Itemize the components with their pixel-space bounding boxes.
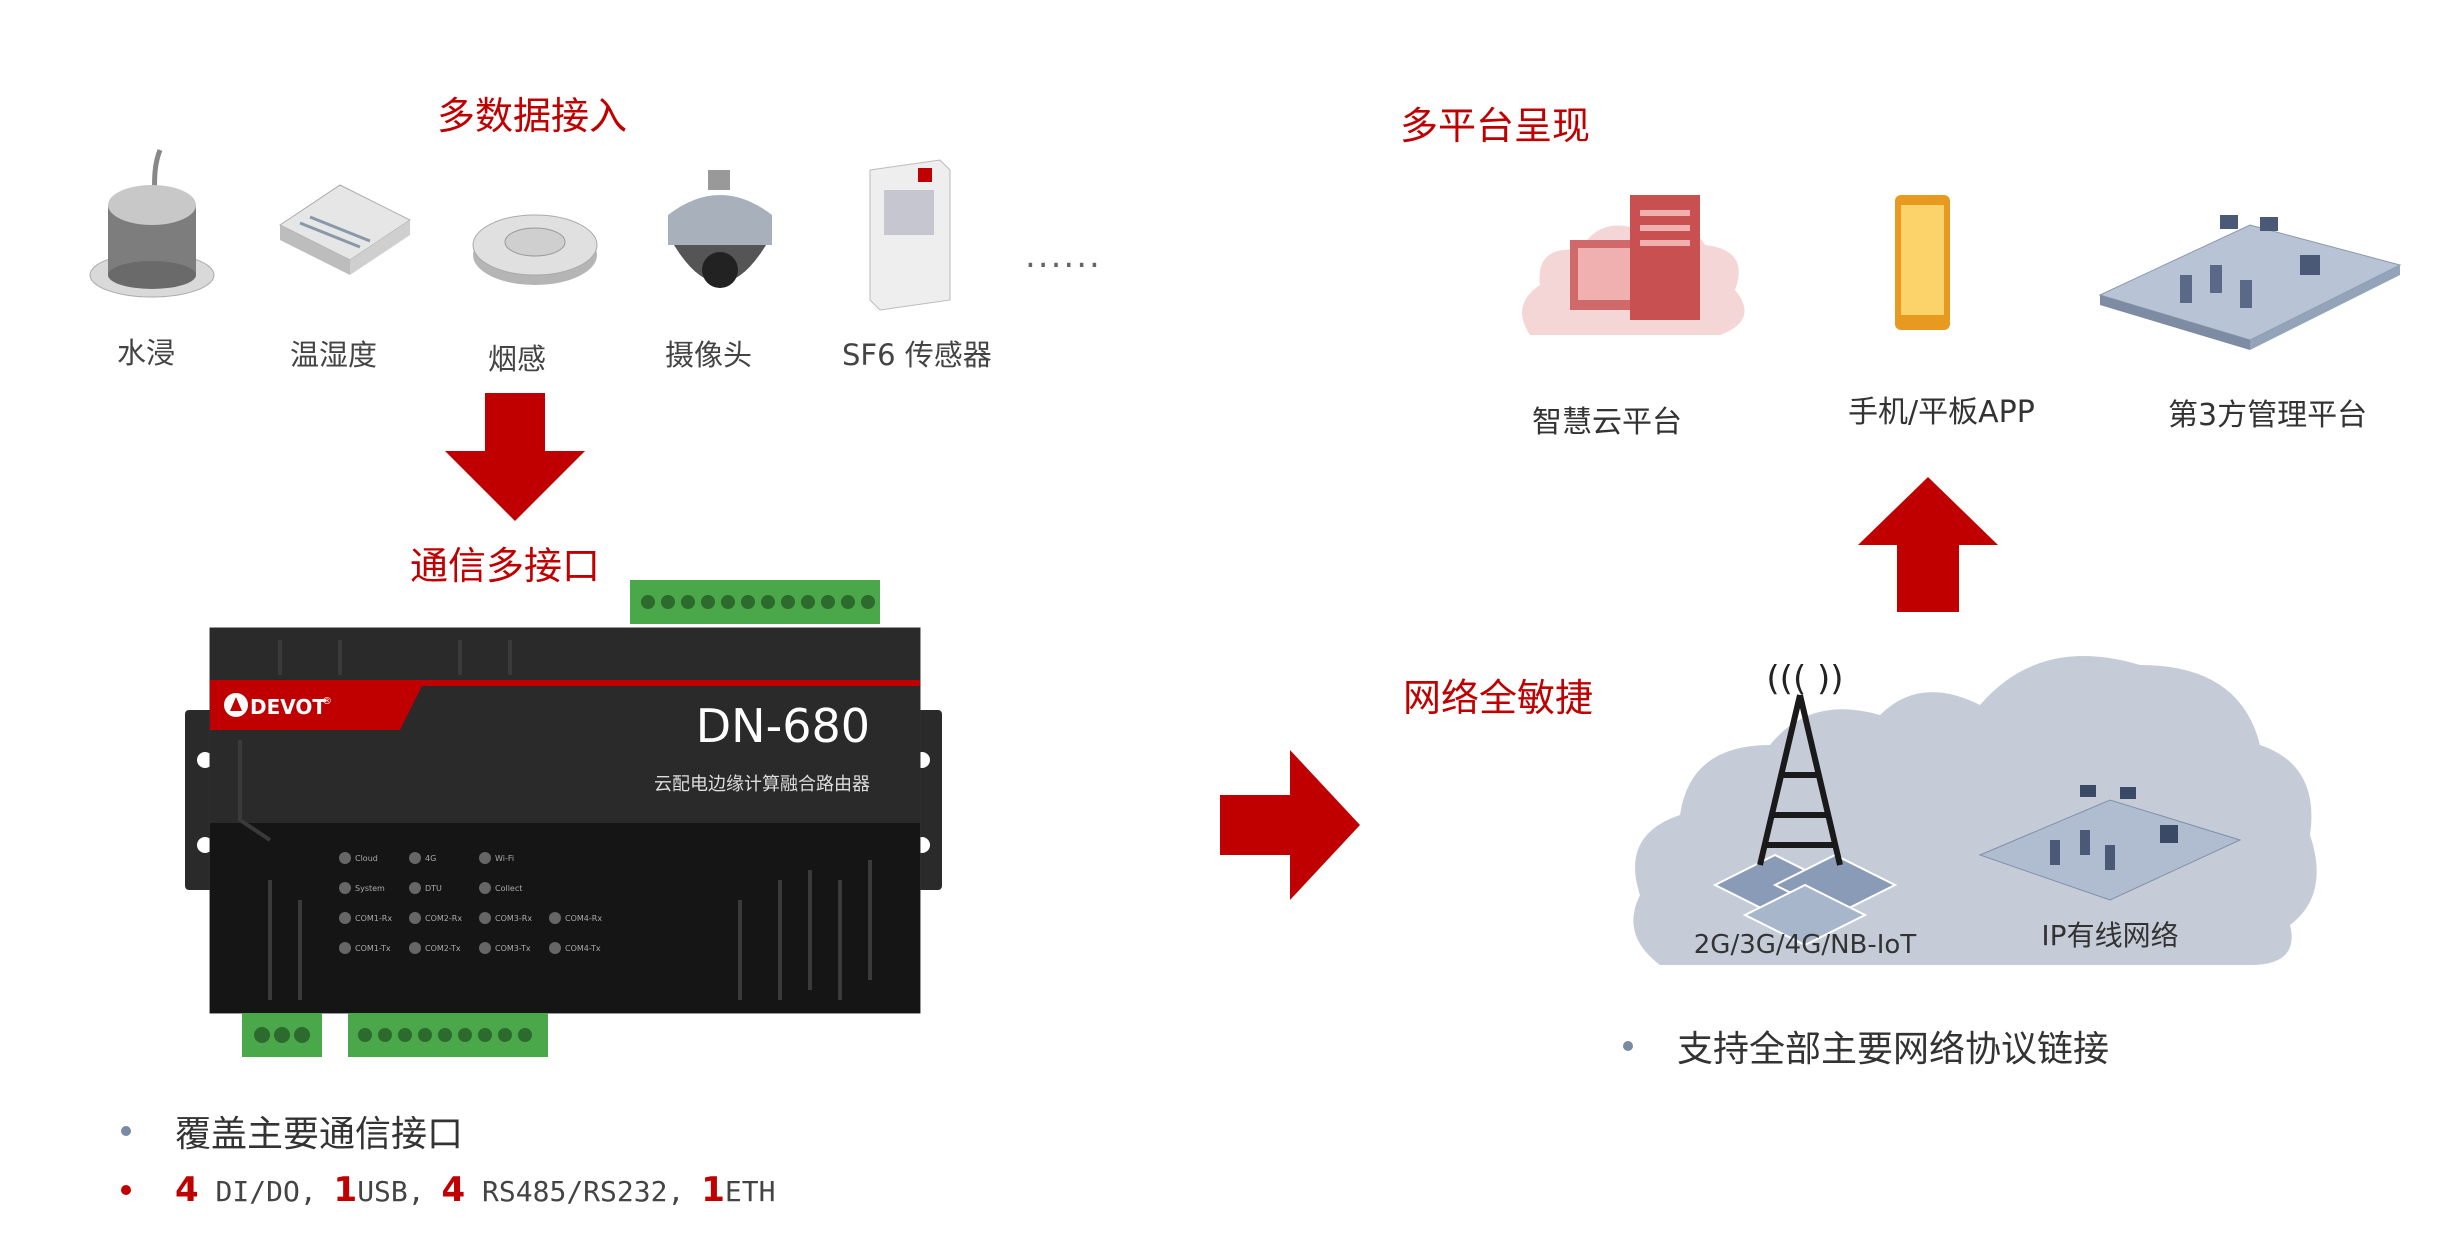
port-count: 4 <box>175 1170 199 1210</box>
led-label: COM3-Tx <box>495 944 531 953</box>
sensor-label-smoke: 烟感 <box>488 342 547 376</box>
port-count: 4 <box>441 1170 466 1210</box>
led-label: Wi-Fi <box>495 854 514 863</box>
bullet-dot <box>121 1126 131 1136</box>
sensor-icons-row <box>89 149 951 311</box>
temp-humidity-sensor-icon <box>279 184 411 275</box>
bullet-dot <box>1623 1041 1633 1051</box>
camera-icon <box>668 170 772 288</box>
ports-text: 4 DI/DO, 1USB, 4 RS485/RS232, 1ETH <box>175 1170 775 1210</box>
sensor-label-temp-humidity: 温湿度 <box>290 338 378 372</box>
led-label: COM1-Rx <box>355 914 392 923</box>
led-label: COM4-Rx <box>565 914 602 923</box>
sensor-label-water: 水浸 <box>117 336 176 370</box>
led-label: COM2-Rx <box>425 914 462 923</box>
interface-title: 通信多接口 <box>410 544 601 588</box>
platform-icons-row <box>1522 195 2402 350</box>
led-label: Collect <box>495 884 522 893</box>
device-registered-mark: ® <box>322 696 332 707</box>
signal-icon: ((( )) <box>1766 659 1843 699</box>
bullet-text: 覆盖主要通信接口 <box>175 1114 464 1155</box>
port-count: 1 <box>701 1170 725 1210</box>
wired-network-icon <box>1978 785 2242 901</box>
led-label: DTU <box>425 884 442 893</box>
led-label: System <box>355 884 385 893</box>
cellular-label: 2G/3G/4G/NB-IoT <box>1694 930 1917 960</box>
more-sensors-ellipsis: ...... <box>1025 236 1102 276</box>
port-type: USB, <box>357 1175 442 1208</box>
port-count: 1 <box>333 1170 358 1210</box>
bullet-text: 支持全部主要网络协议链接 <box>1677 1029 2110 1070</box>
bullet-ports: 4 DI/DO, 1USB, 4 RS485/RS232, 1ETH <box>121 1170 775 1210</box>
right-arrow-icon <box>1220 750 1360 900</box>
led-label: COM1-Tx <box>355 944 391 953</box>
port-type: ETH <box>724 1175 776 1208</box>
network-title: 网络全敏捷 <box>1403 676 1594 720</box>
bullet-interfaces: 覆盖主要通信接口 <box>121 1105 463 1157</box>
water-sensor-icon <box>89 149 215 298</box>
sensor-label-camera: 摄像头 <box>665 338 753 372</box>
device-brand: DEVOT <box>250 695 326 719</box>
port-type: DI/DO, <box>198 1175 334 1208</box>
down-arrow-icon <box>445 393 585 521</box>
device-subtitle: 云配电边缘计算融合路由器 <box>654 774 870 795</box>
sensor-label-sf6: SF6 传感器 <box>842 338 992 372</box>
led-label: COM3-Rx <box>495 914 532 923</box>
device-router: DEVOT ® DN-680 云配电边缘计算融合路由器 Cloud 4G Wi-… <box>185 580 942 1057</box>
cloud-server-icon <box>1522 195 1745 335</box>
device-model: DN-680 <box>696 699 870 753</box>
led-label: COM2-Tx <box>425 944 461 953</box>
wired-label: IP有线网络 <box>2041 919 2178 952</box>
up-arrow-icon <box>1858 477 1998 612</box>
smoke-detector-icon <box>472 214 598 285</box>
port-type: RS485/RS232, <box>465 1175 702 1208</box>
platform-label-app: 手机/平板APP <box>1848 395 2035 430</box>
platform-label-cloud: 智慧云平台 <box>1532 405 1682 440</box>
cell-tower-icon <box>1712 694 1898 947</box>
network-platform-icon <box>2098 215 2402 350</box>
bullet-dot <box>121 1185 131 1195</box>
tablet-icon <box>1895 195 1950 330</box>
bullet-network-protocols: 支持全部主要网络协议链接 <box>1623 1020 2109 1072</box>
platform-label-third-party: 第3方管理平台 <box>2168 398 2368 433</box>
multi-platform-title: 多平台呈现 <box>1400 104 1591 148</box>
sf6-sensor-icon <box>869 159 951 311</box>
led-label: Cloud <box>355 854 378 863</box>
led-label: 4G <box>425 854 436 863</box>
led-label: COM4-Tx <box>565 944 601 953</box>
network-cloud: ((( )) 2G/3G/4G/NB-IoT IP有线网络 <box>1633 656 2317 965</box>
data-access-title: 多数据接入 <box>437 94 628 138</box>
